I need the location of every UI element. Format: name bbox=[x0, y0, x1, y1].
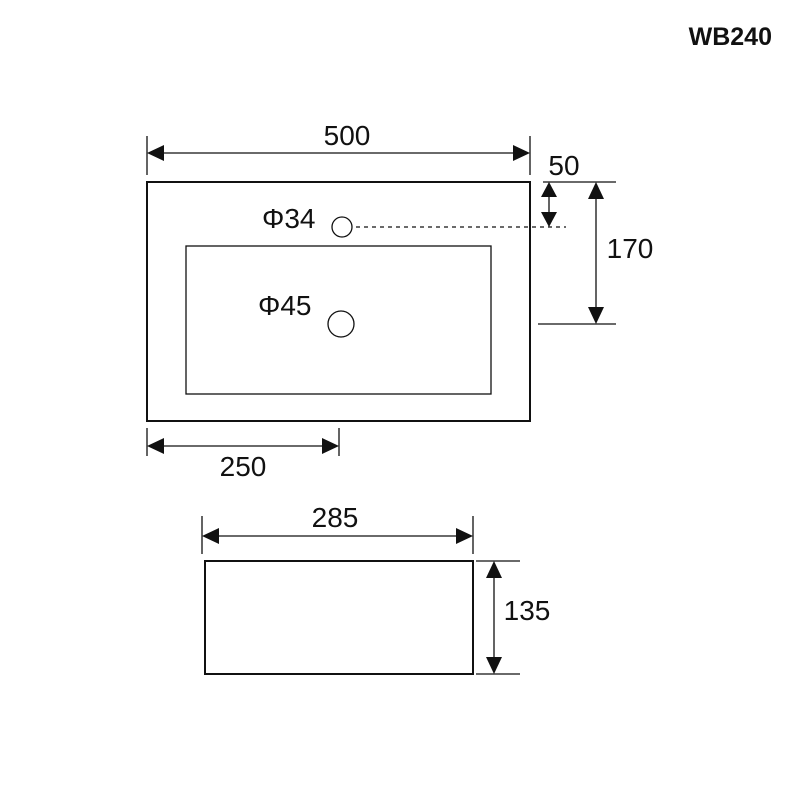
tap-hole-label: Φ34 bbox=[262, 203, 315, 234]
tap-offset-label: 50 bbox=[548, 150, 579, 181]
depth-dimension: 170 bbox=[538, 182, 654, 325]
side-height-label: 135 bbox=[504, 595, 551, 626]
side-outline bbox=[204, 560, 474, 675]
top-view: Φ34 Φ45 500 50 170 bbox=[146, 120, 654, 482]
tap-offset-dimension: 50 bbox=[541, 150, 616, 227]
tap-hole bbox=[331, 216, 353, 238]
side-width-label: 285 bbox=[312, 502, 359, 533]
bowl-outline bbox=[185, 245, 492, 395]
side-view: 285 135 bbox=[201, 502, 551, 675]
half-width-label: 250 bbox=[220, 451, 267, 482]
half-width-dimension: 250 bbox=[146, 428, 340, 482]
depth-label: 170 bbox=[607, 233, 654, 264]
basin-outline bbox=[146, 181, 531, 422]
side-width-dimension: 285 bbox=[201, 502, 474, 554]
drain-hole-label: Φ45 bbox=[258, 290, 311, 321]
width-label: 500 bbox=[324, 120, 371, 151]
side-height-dimension: 135 bbox=[476, 560, 551, 675]
model-code: WB240 bbox=[689, 23, 772, 51]
drain-hole bbox=[327, 310, 355, 338]
width-dimension: 500 bbox=[146, 120, 531, 175]
